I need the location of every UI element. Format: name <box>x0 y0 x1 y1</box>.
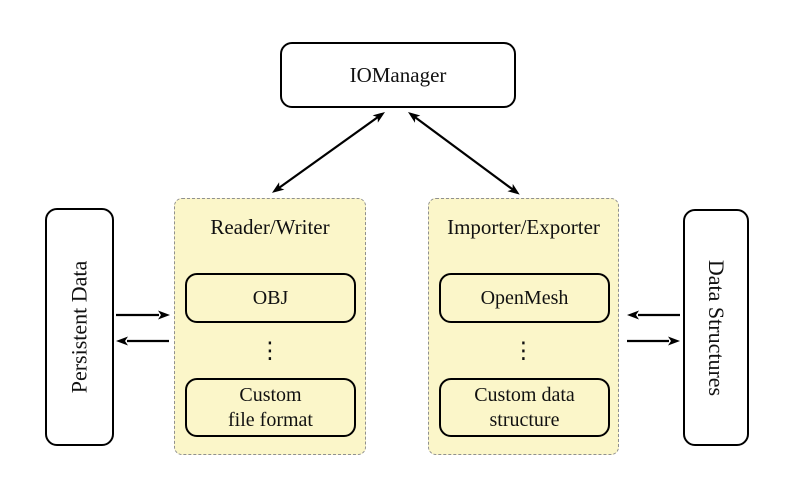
arrow-iomanager-importer-exporter <box>408 112 520 195</box>
arrow-iomanager-reader-writer <box>271 112 385 193</box>
reader-writer-title: Reader/Writer <box>210 215 330 239</box>
custom-file-format-line1: Custom <box>239 383 302 406</box>
custom-data-structure-line1: Custom data <box>474 383 575 406</box>
custom-file-format-node: Custom file format <box>185 378 356 437</box>
persistent-data-label: Persistent Data <box>66 260 92 394</box>
iomanager-label: IOManager <box>349 62 447 87</box>
reader-writer-container: Reader/Writer OBJ ⋮ Custom file format <box>174 198 366 455</box>
importer-exporter-ellipsis: ⋮ <box>512 338 535 364</box>
data-structures-label: Data Structures <box>704 259 730 396</box>
obj-label: OBJ <box>252 286 289 309</box>
importer-exporter-title: Importer/Exporter <box>447 215 600 239</box>
arrow-structures-to-importer <box>627 310 680 320</box>
arrow-importer-to-structures <box>627 336 680 346</box>
obj-node: OBJ <box>185 273 356 323</box>
persistent-data-node: Persistent Data <box>45 208 114 446</box>
custom-data-structure-line2: structure <box>489 408 560 431</box>
custom-file-format-line2: file format <box>228 408 313 431</box>
custom-data-structure-node: Custom data structure <box>439 378 610 437</box>
reader-writer-ellipsis: ⋮ <box>258 338 282 364</box>
importer-exporter-container: Importer/Exporter OpenMesh ⋮ Custom data… <box>428 198 619 455</box>
arrow-persistent-to-reader <box>116 310 170 320</box>
openmesh-label: OpenMesh <box>480 286 569 309</box>
arrow-reader-to-persistent <box>116 336 169 346</box>
data-structures-node: Data Structures <box>683 209 749 446</box>
openmesh-node: OpenMesh <box>439 273 610 323</box>
iomanager-node: IOManager <box>280 42 516 108</box>
